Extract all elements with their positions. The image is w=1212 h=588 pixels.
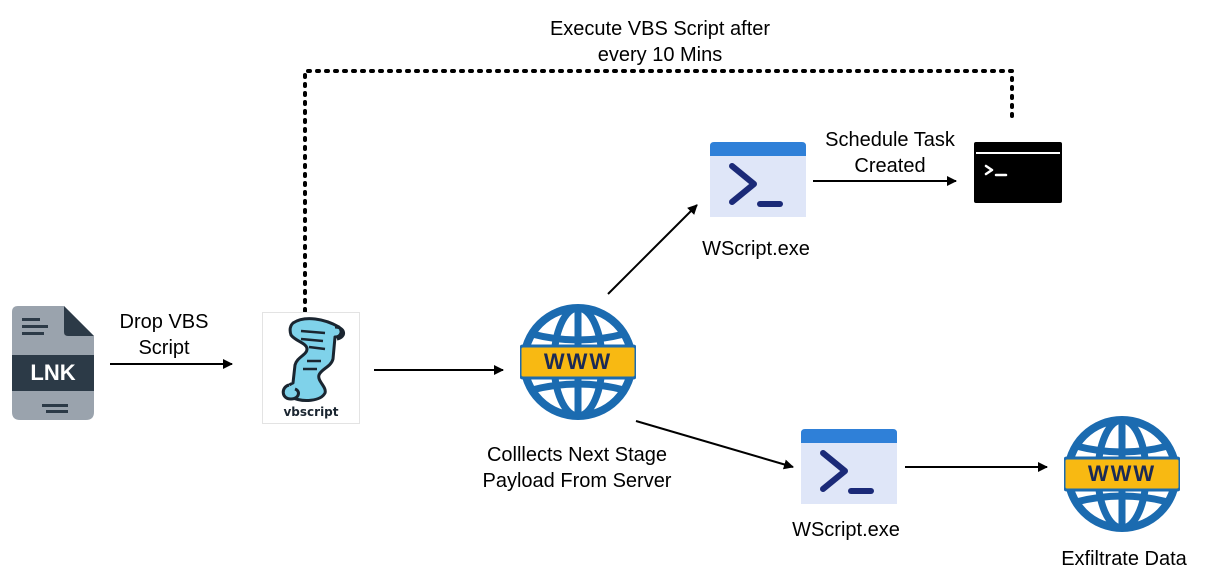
schedule-task-label: Schedule Task Created	[825, 129, 955, 177]
arrow-globe-to-wscript-top	[607, 204, 698, 295]
lnk-text: LNK	[30, 360, 76, 385]
lnk-file-icon: LNK	[12, 306, 94, 420]
www-text: WWW	[1087, 461, 1157, 486]
wscript-top-label: WScript.exe	[702, 238, 810, 260]
terminal-window-icon	[974, 142, 1062, 203]
drop-vbs-script-label: Drop VBS Script	[119, 311, 209, 359]
dotted-loop-line	[303, 69, 1014, 313]
wscript-bottom-label: WScript.exe	[792, 519, 900, 541]
vbscript-scroll-icon: vbscript	[262, 312, 360, 424]
execute-vbs-script-label: Execute VBS Script after every 10 Mins	[549, 18, 771, 66]
www-globe-icon: WWW	[1062, 416, 1182, 532]
collects-next-stage-label: Colllects Next Stage Payload From Server	[482, 444, 672, 492]
arrow-globe-to-wscript-bottom	[635, 420, 794, 470]
vbscript-text: vbscript	[283, 405, 339, 419]
exfiltrate-data-label: Exfiltrate Data	[1061, 548, 1187, 570]
www-text: WWW	[543, 349, 613, 374]
www-globe-icon: WWW	[518, 304, 638, 420]
powershell-window-icon	[801, 429, 897, 504]
powershell-window-icon	[710, 142, 806, 217]
